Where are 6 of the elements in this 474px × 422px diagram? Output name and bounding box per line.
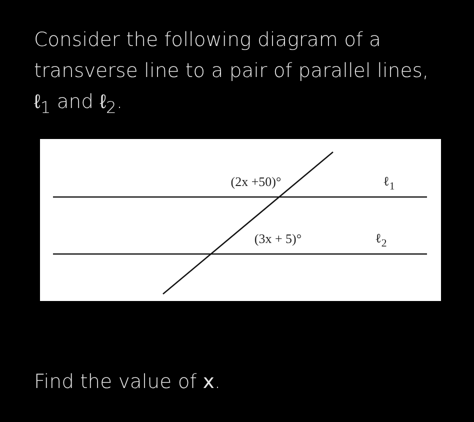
angle-label: (2x +50)° [230, 174, 282, 190]
question-text: Consider the following diagram of a transverse line to a pair of parallel lines, ℓ$_{1}$ and ℓ$_{2}$. [34, 27, 430, 119]
line-label: ℓ$_{1}$ [383, 174, 395, 192]
question-text: Find the value of x. [34, 370, 221, 393]
angle-label: (3x + 5)° [254, 231, 302, 247]
line-label: ℓ$_{2}$ [375, 230, 387, 250]
